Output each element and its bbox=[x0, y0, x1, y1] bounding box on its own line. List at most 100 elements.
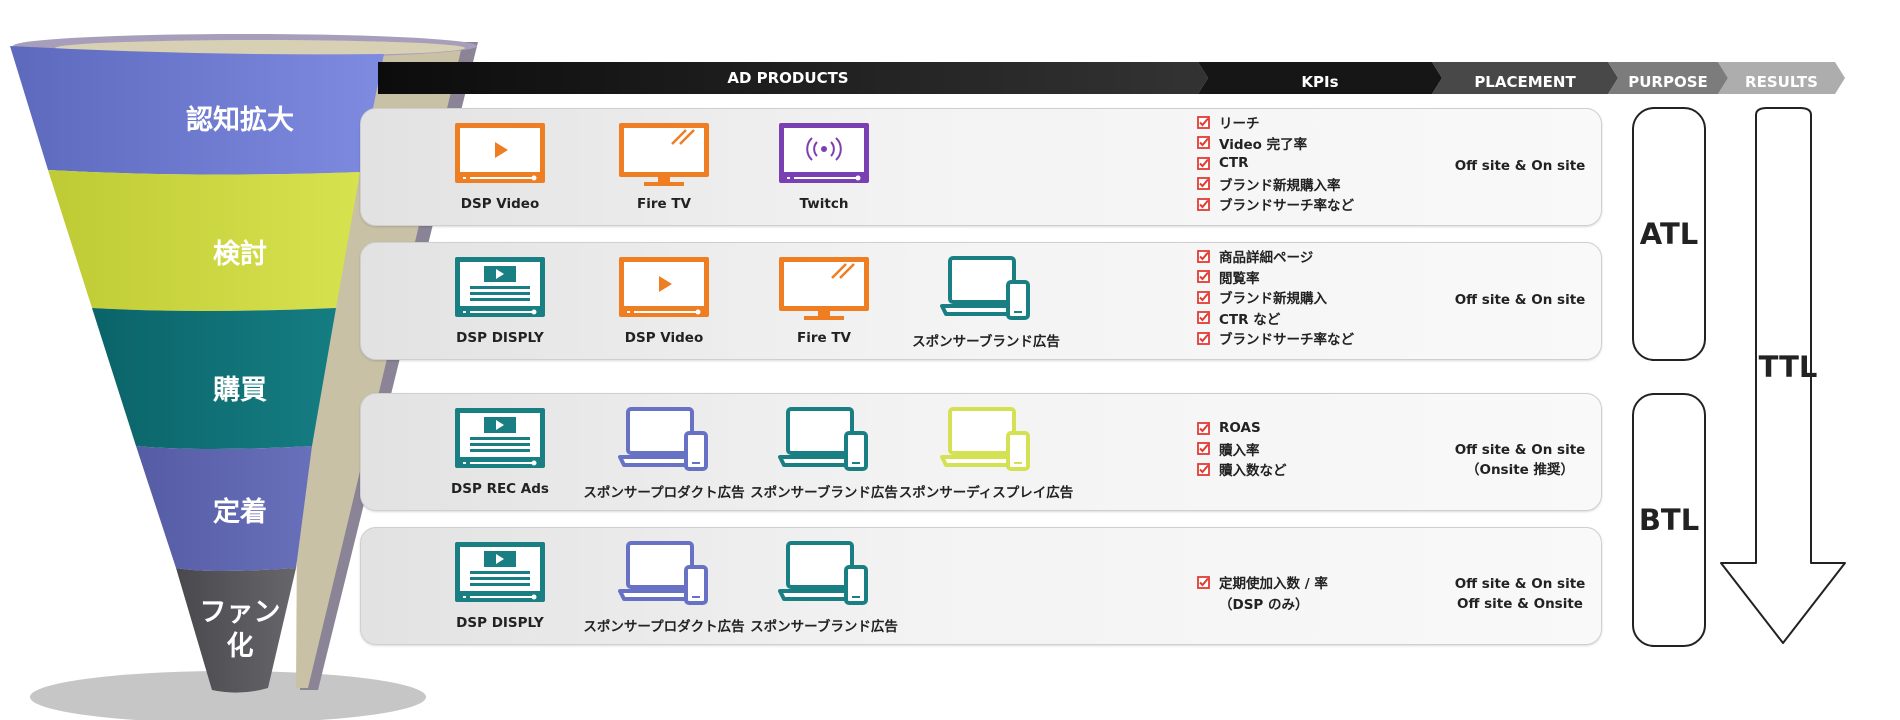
display-ad-icon bbox=[454, 407, 546, 477]
stage-label-fan-text: ファン化 bbox=[199, 597, 281, 662]
kpi-item: ROAS bbox=[1197, 418, 1287, 439]
kpi-item: 定期使加入数 / 率 bbox=[1197, 572, 1328, 593]
header-purpose: PURPOSE bbox=[1628, 73, 1708, 91]
product-2-1: DSP DISPLY bbox=[420, 256, 580, 346]
checkbox-icon bbox=[1197, 462, 1210, 476]
checkbox-icon bbox=[1197, 197, 1210, 211]
placement-row-2: Off site & On site bbox=[1430, 290, 1610, 310]
stage-label-retention: 定着 bbox=[213, 497, 267, 528]
kpi-item: リーチ bbox=[1197, 112, 1354, 133]
funnel-graphic bbox=[10, 34, 478, 720]
product-label: Twitch bbox=[799, 196, 849, 212]
tv-icon bbox=[778, 256, 870, 326]
kpi-text: CTR など bbox=[1219, 311, 1281, 328]
product-label: スポンサーブランド広告 bbox=[912, 334, 1060, 350]
product-label: DSP DISPLY bbox=[456, 330, 544, 346]
kpi-item: CTR bbox=[1197, 153, 1354, 174]
placement-line: Off site & On site bbox=[1454, 158, 1586, 174]
product-label: DSP DISPLY bbox=[456, 615, 544, 631]
header-segment-purpose bbox=[1608, 62, 1728, 94]
product-label: スポンサープロダクト広告 bbox=[583, 619, 745, 635]
laptop-phone-icon bbox=[940, 256, 1032, 326]
row-4 bbox=[360, 527, 1602, 645]
twitch-stream-icon bbox=[778, 122, 870, 192]
kpi-list-row-3: ROAS 贖入率 贖入数など bbox=[1197, 418, 1287, 480]
checkbox-icon bbox=[1197, 575, 1210, 589]
kpi-item: CTR など bbox=[1197, 308, 1354, 329]
laptop-phone-icon bbox=[618, 407, 710, 477]
checkbox-icon bbox=[1197, 177, 1210, 191]
product-3-1: DSP REC Ads bbox=[420, 407, 580, 497]
kpi-text: 定期使加入数 / 率 bbox=[1219, 576, 1328, 593]
kpi-text: 商品詳細ページ bbox=[1219, 250, 1314, 267]
header-bar bbox=[378, 62, 1845, 94]
funnel-band-3 bbox=[92, 308, 336, 449]
product-label: スポンサープロダクト広告 bbox=[583, 485, 745, 501]
kpi-text: 贖入数など bbox=[1219, 463, 1287, 480]
placement-row-3: Off site & On site （Onsite 推奨） bbox=[1430, 440, 1610, 480]
kpi-item: 閲覧率 bbox=[1197, 267, 1354, 288]
funnel-band-4 bbox=[136, 446, 312, 571]
funnel-band-1 bbox=[10, 46, 384, 175]
row-1 bbox=[360, 108, 1602, 226]
kpi-text: ROAS bbox=[1219, 420, 1261, 437]
kpi-item: 商品詳細ページ bbox=[1197, 246, 1354, 267]
kpi-list-row-2: 商品詳細ページ 閲覧率 ブランド新規購入 CTR など ブランドサーチ率など bbox=[1197, 246, 1354, 349]
kpi-text: ブランド新規購入率 bbox=[1219, 177, 1341, 194]
checkbox-icon bbox=[1197, 270, 1210, 284]
kpi-item: ブランドサーチ率など bbox=[1197, 328, 1354, 349]
stage-label-purchase: 購買 bbox=[213, 375, 267, 406]
laptop-phone-icon bbox=[940, 407, 1032, 477]
placement-line: Off site & On site bbox=[1454, 442, 1586, 458]
kpi-text: リーチ bbox=[1219, 116, 1260, 133]
checkbox-icon bbox=[1197, 156, 1210, 170]
purpose-btl-pill: BTL bbox=[1632, 393, 1706, 647]
checkbox-icon bbox=[1197, 442, 1210, 456]
header-results: RESULTS bbox=[1745, 73, 1818, 91]
product-3-2: スポンサープロダクト広告 bbox=[583, 407, 745, 501]
kpi-list-row-1: リーチ Video 完了率 CTR ブランド新規購入率 ブランドサーチ率など bbox=[1197, 112, 1354, 215]
kpi-item: 贖入率 bbox=[1197, 439, 1287, 460]
kpi-item: 贖入数など bbox=[1197, 459, 1287, 480]
ttl-down-arrow bbox=[1720, 107, 1846, 644]
product-label: Fire TV bbox=[636, 196, 692, 212]
product-1-1: DSP Video bbox=[420, 122, 580, 212]
laptop-phone-icon bbox=[778, 541, 870, 611]
product-label: DSP Video bbox=[624, 330, 704, 346]
checkbox-icon bbox=[1197, 311, 1210, 325]
funnel-shadow bbox=[30, 671, 426, 720]
kpi-text: Video 完了率 bbox=[1219, 136, 1308, 153]
kpi-text: ブランド新規購入 bbox=[1219, 291, 1327, 308]
product-4-2: スポンサープロダクト広告 bbox=[583, 541, 745, 635]
header-segment-results bbox=[1718, 62, 1845, 94]
funnel-rim-inner bbox=[55, 40, 465, 56]
checkbox-icon bbox=[1197, 136, 1210, 150]
results-ttl-label: TTL bbox=[1758, 350, 1818, 384]
product-label: スポンサーブランド広告 bbox=[750, 619, 898, 635]
product-2-4: スポンサーブランド広告 bbox=[906, 256, 1066, 350]
product-2-3: Fire TV bbox=[744, 256, 904, 346]
kpi-list-row-4: 定期使加入数 / 率 （DSP のみ） bbox=[1197, 572, 1328, 613]
kpi-item: ブランド新規購入率 bbox=[1197, 174, 1354, 195]
kpi-note: （DSP のみ） bbox=[1219, 596, 1309, 613]
product-4-3: スポンサーブランド広告 bbox=[744, 541, 904, 635]
purpose-atl-pill: ATL bbox=[1632, 107, 1706, 361]
ttl-arrow-outline bbox=[1720, 107, 1846, 644]
display-ad-icon bbox=[454, 541, 546, 611]
product-label: DSP REC Ads bbox=[451, 481, 549, 497]
product-1-2: Fire TV bbox=[584, 122, 744, 212]
display-ad-icon bbox=[454, 256, 546, 326]
placement-row-1: Off site & On site bbox=[1430, 156, 1610, 176]
laptop-phone-icon bbox=[778, 407, 870, 477]
funnel-band-5 bbox=[176, 568, 296, 693]
placement-line: Off site & Onsite bbox=[1457, 596, 1583, 612]
header-ad-products: AD PRODUCTS bbox=[727, 69, 849, 87]
product-3-4: スポンサーディスプレイ広告 bbox=[899, 407, 1073, 501]
checkbox-icon bbox=[1197, 331, 1210, 345]
kpi-item: ブランドサーチ率など bbox=[1197, 194, 1354, 215]
product-label: Fire TV bbox=[796, 330, 852, 346]
laptop-phone-icon bbox=[618, 541, 710, 611]
checkbox-icon bbox=[1197, 421, 1210, 435]
checkbox-icon bbox=[1197, 249, 1210, 263]
